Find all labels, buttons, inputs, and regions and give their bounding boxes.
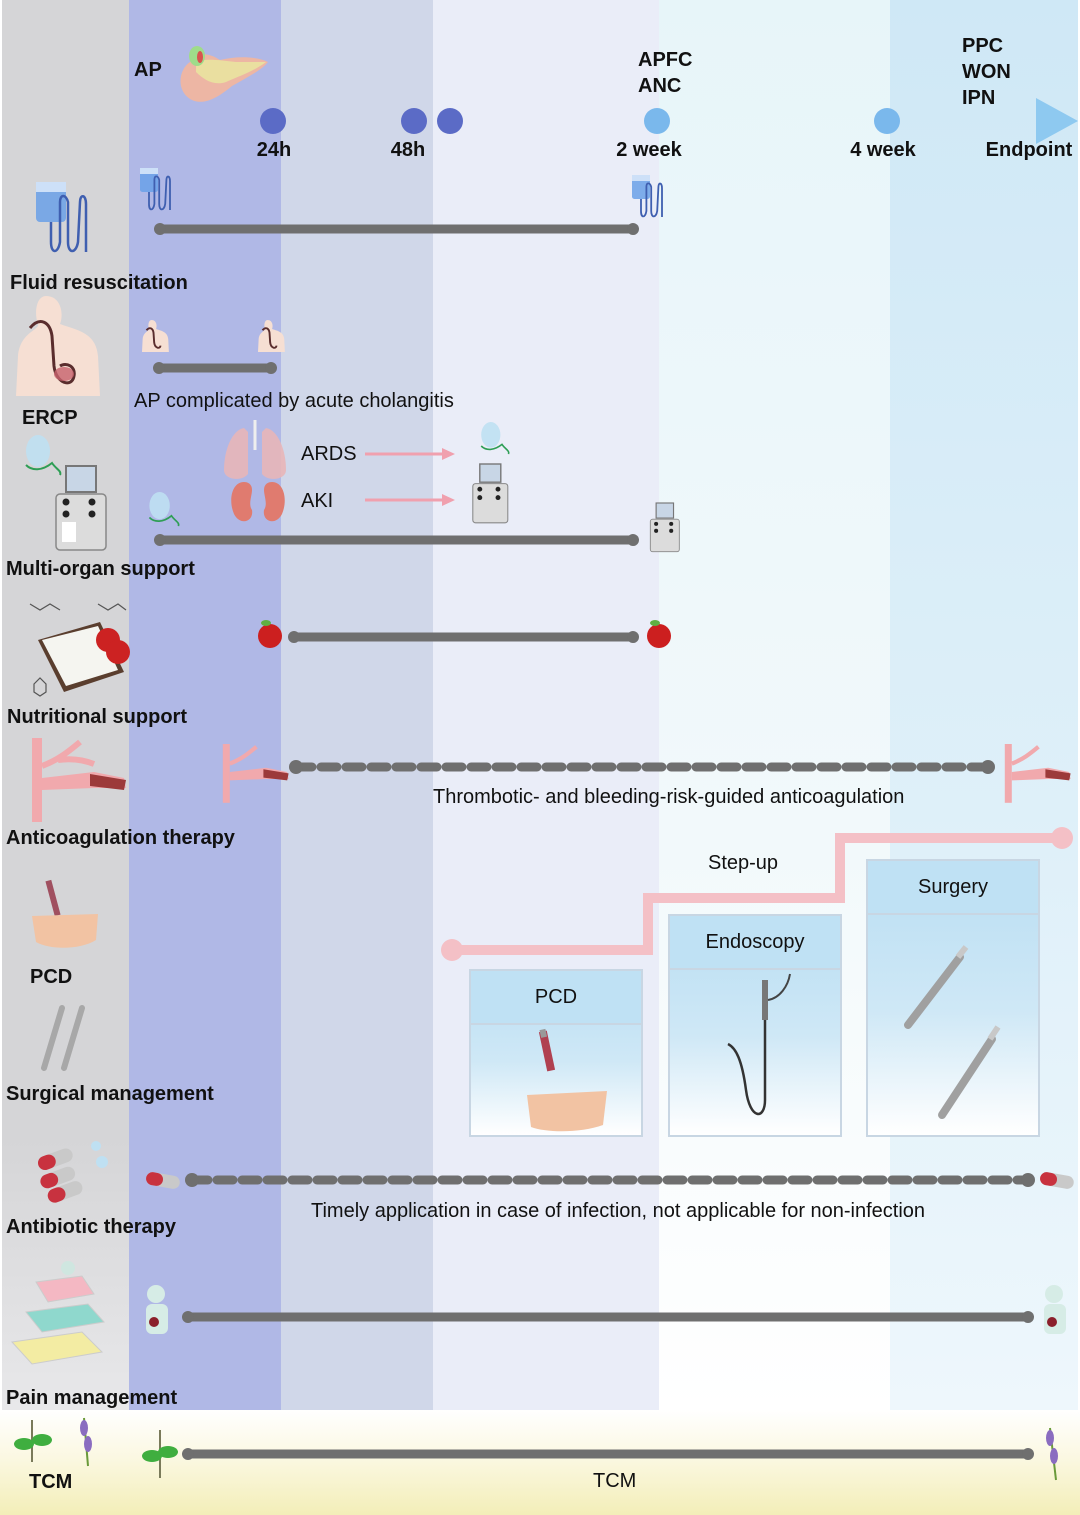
nutrition-clipboard-icon [29,603,130,697]
timeline-node-48h [401,108,427,134]
complication-ards: ARDS [301,443,357,465]
row-label-pcd: PCD [30,966,73,988]
complication-aki: AKI [301,490,334,512]
tcm-band [0,1410,1080,1515]
timeline-node-48h-b [437,108,463,134]
analgesic-ladder-icon [10,1261,105,1365]
band-2-4week [659,0,890,1410]
ercp-end-icon [258,320,285,352]
iv-drip-start-icon [140,168,171,211]
endoscope-icon [727,973,791,1116]
capsule-icon [37,1141,108,1203]
capsule-start-icon [146,1172,180,1189]
row-label-surgical-management: Surgical management [6,1083,214,1105]
tcm-line [182,1448,1034,1460]
multi-organ-support-line [154,534,639,546]
tick-2week: 2 week [616,139,682,161]
aki-arrow [365,494,455,506]
endoscopy-body-icon [16,296,100,396]
apple-start-icon [258,620,282,648]
ercp-start-icon [142,320,169,352]
surgery-scalpels-icon [904,945,1001,1119]
phase-label-ppc: PPC [962,35,1004,57]
lungs-icon [224,420,286,479]
blood-vessel-icon [32,738,126,822]
apple-end-icon [647,620,671,648]
phase-label-won: WON [962,61,1011,83]
capsule-end-icon [1040,1172,1074,1189]
timeline-axis [32,98,1078,144]
step-box-pcd: PCD [469,969,643,1137]
step-up-title: Step-up [708,852,779,874]
tcm-note: TCM [593,1470,637,1492]
pain-management-line [182,1311,1034,1323]
antibiotic-note: Timely application in case of infection,… [311,1200,926,1222]
pcd-syringe-icon [527,1028,607,1132]
lavender-end-icon [1046,1427,1058,1481]
iv-drip-end-icon [632,175,663,218]
kidneys-icon [231,482,285,522]
timeline-node-4week [874,108,900,134]
dialysis-machine-end-icon [649,502,680,553]
phase-label-ipn: IPN [962,87,996,109]
row-label-tcm: TCM [29,1471,73,1493]
band-24-48h [281,0,433,1410]
phase-label-mid: APFC ANC [638,47,692,99]
oxygen-mask-end-icon [480,422,510,455]
phase-label-end: PPC WON IPN [962,33,1011,111]
tick-endpoint: Endpoint [985,139,1073,161]
anticoagulation-note: Thrombotic- and bleeding-risk-guided ant… [433,786,905,808]
blood-vessel-end-icon [1004,744,1071,803]
tick-4week: 4 week [850,139,916,161]
row-label-multi-organ-support: Multi-organ support [6,558,195,580]
step-box-endoscopy-title: Endoscopy [670,916,840,970]
nutritional-support-line [288,631,639,643]
oxygen-mask-icon [25,435,62,476]
step-box-surgery-title: Surgery [868,861,1038,915]
drainage-icon [32,879,98,948]
row-label-antibiotic-therapy: Antibiotic therapy [6,1216,177,1238]
patient-pain-start-icon [146,1285,168,1334]
phase-label-apfc: APFC [638,49,693,71]
patient-pain-end-icon [1044,1285,1066,1334]
antibiotic-dashed-line [185,1173,1035,1187]
iv-drip-icon [36,182,88,253]
fluid-resuscitation-line [154,223,639,235]
row-label-anticoagulation-therapy: Anticoagulation therapy [6,827,235,849]
step-up-path [441,827,1073,961]
dialysis-machine-mid-icon [472,463,509,524]
oxygen-mask-start-icon [148,492,180,527]
row-label-nutritional-support: Nutritional support [7,706,187,728]
step-box-endoscopy: Endoscopy [668,914,842,1137]
ards-arrow [365,448,455,460]
ercp-line [153,362,277,374]
row-label-pain-management: Pain management [6,1387,178,1409]
dialysis-machine-icon [55,465,107,551]
row-label-ercp: ERCP [22,407,78,429]
row-label-fluid-resuscitation: Fluid resuscitation [10,272,188,294]
phase-label-ap: AP [134,59,162,81]
tick-48h: 48h [390,139,426,161]
band-48h-2week [433,0,659,1410]
timeline-node-2week [644,108,670,134]
step-box-pcd-title: PCD [471,971,641,1025]
timeline-node-24h [260,108,286,134]
step-box-surgery: Surgery [866,859,1040,1137]
timeline-arrowhead [1036,98,1078,144]
ercp-note: AP complicated by acute cholangitis [134,390,454,412]
anticoagulation-dashed-line [289,760,995,774]
scalpel-icon [41,1005,85,1071]
blood-vessel-start-icon [222,744,289,803]
tick-24h: 24h [256,139,292,161]
pancreas-icon [180,46,268,102]
phase-label-anc: ANC [638,75,682,97]
herb-start-icon [142,1430,178,1478]
herb-icon [14,1417,92,1467]
